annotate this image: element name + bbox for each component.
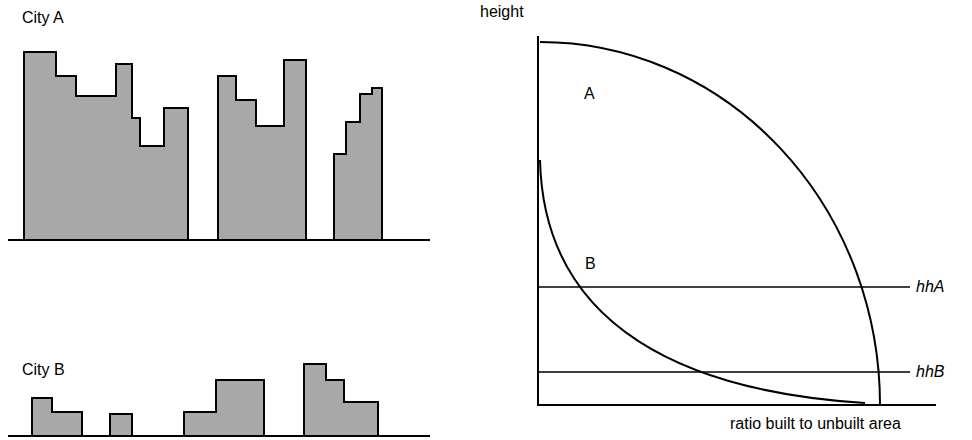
hh-line: [538, 371, 910, 373]
curve-a: [540, 42, 880, 405]
city-a-building: [334, 88, 382, 240]
city-label: City B: [22, 360, 65, 379]
city-a-building: [24, 52, 188, 240]
line-label: hhB: [916, 362, 944, 381]
ground-line: [8, 239, 430, 241]
city-label: City A: [22, 8, 64, 27]
city-b-building: [110, 414, 132, 436]
y-axis: [537, 36, 539, 405]
line-label: hhA: [916, 277, 944, 296]
city-a-building: [218, 60, 306, 240]
city-b-building: [184, 380, 264, 436]
city-b-building: [304, 364, 378, 436]
axis-title: ratio built to unbuilt area: [730, 414, 901, 433]
ground-line: [8, 435, 430, 437]
curve-label: B: [585, 254, 596, 273]
axis-title: height: [480, 2, 524, 21]
hh-line: [538, 286, 910, 288]
city-b-building: [32, 398, 82, 436]
curve-b: [540, 160, 865, 403]
x-axis: [537, 404, 936, 406]
curve-label: A: [584, 84, 595, 103]
